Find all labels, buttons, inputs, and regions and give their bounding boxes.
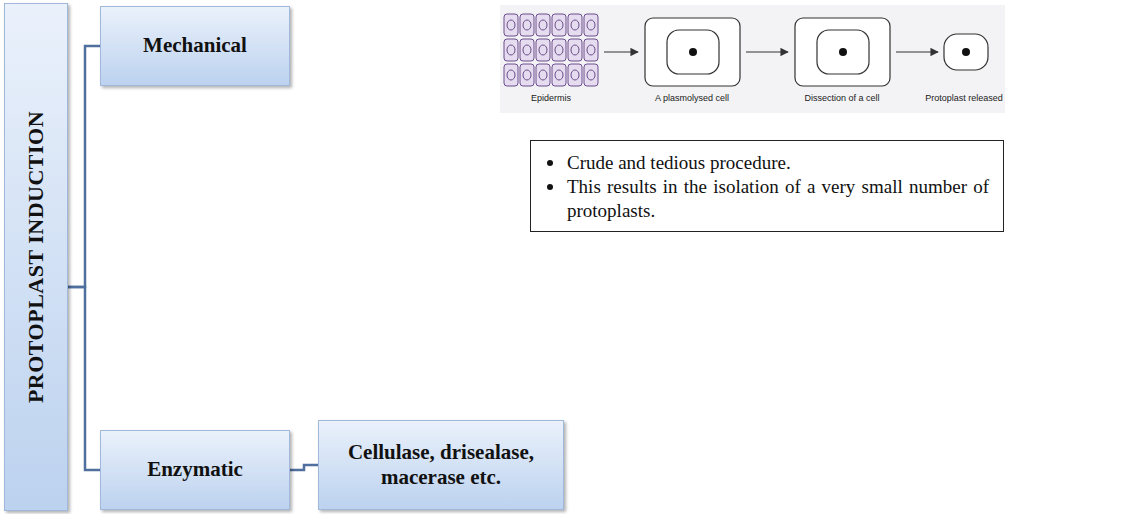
figure-caption: A plasmolysed cell: [655, 93, 729, 103]
cell-nucleus: [539, 20, 547, 30]
box-label: Mechanical: [143, 33, 247, 58]
epidermis-cell: [584, 14, 598, 36]
cell-nucleus: [507, 45, 515, 55]
epidermis-cells: [504, 14, 598, 86]
epidermis-cell: [536, 39, 550, 61]
box-label: Enzymatic: [147, 457, 243, 482]
epidermis-cell: [536, 14, 550, 36]
enzyme-box: Cellulase, drisealase, macerase etc.: [318, 420, 564, 510]
bullet-item: This results in the isolation of a very …: [543, 175, 989, 223]
cell-nucleus: [587, 20, 595, 30]
epidermis-cell: [520, 64, 534, 86]
cell-nucleus: [523, 70, 531, 80]
epidermis-cell: [504, 64, 518, 86]
cell-nucleus: [587, 45, 595, 55]
dissected-cell: [795, 18, 890, 86]
cell-nucleus: [507, 70, 515, 80]
cell-nucleus: [539, 45, 547, 55]
illustration-ground: [500, 5, 1005, 113]
figure-caption: Epidermis: [531, 93, 571, 103]
bullet-text: This results in the isolation of a very …: [567, 175, 989, 223]
plasmolysed-cell: [645, 18, 740, 86]
bullet-text: Crude and tedious procedure.: [567, 151, 791, 175]
epidermis-cell: [552, 64, 566, 86]
cell-nucleus: [523, 45, 531, 55]
epidermis-cell: [584, 64, 598, 86]
figure-caption: Dissection of a cell: [804, 93, 879, 103]
method-box: Enzymatic: [100, 430, 290, 510]
bullet-dot: [547, 160, 553, 166]
epidermis-cell: [552, 39, 566, 61]
tree-connector: [290, 465, 318, 470]
box-label: Cellulase, drisealase, macerase etc.: [327, 440, 555, 490]
cell-nucleus: [523, 20, 531, 30]
vertical-heading: PROTOPLAST INDUCTION: [23, 111, 49, 403]
method-box: Mechanical: [100, 6, 290, 86]
note-box: Crude and tedious procedure.This results…: [530, 140, 1004, 232]
epidermis-cell: [568, 14, 582, 36]
cell-nucleus: [555, 45, 563, 55]
cell-nucleus: [539, 70, 547, 80]
step-arrows: [604, 51, 938, 52]
epidermis-cell: [568, 64, 582, 86]
root-box: PROTOPLAST INDUCTION: [4, 3, 68, 511]
cell-nucleus: [587, 70, 595, 80]
bullet-dot: [547, 184, 553, 190]
cell-nucleus: [507, 20, 515, 30]
epidermis-cell: [552, 14, 566, 36]
epidermis-cell: [504, 14, 518, 36]
epidermis-cell: [520, 39, 534, 61]
epidermis-cell: [584, 39, 598, 61]
released-protoplast: [944, 34, 988, 70]
bullet-item: Crude and tedious procedure.: [543, 151, 989, 175]
epidermis-cell: [536, 64, 550, 86]
epidermis-cell: [520, 14, 534, 36]
cell-nucleus: [571, 45, 579, 55]
cell-nucleus: [571, 20, 579, 30]
figure-caption: Protoplast released: [925, 93, 1003, 103]
tree-connector: [68, 46, 100, 287]
cell-nucleus: [571, 70, 579, 80]
cell-nucleus: [555, 20, 563, 30]
epidermis-cell: [504, 39, 518, 61]
tree-connector: [68, 287, 100, 470]
cell-nucleus: [555, 70, 563, 80]
epidermis-cell: [568, 39, 582, 61]
